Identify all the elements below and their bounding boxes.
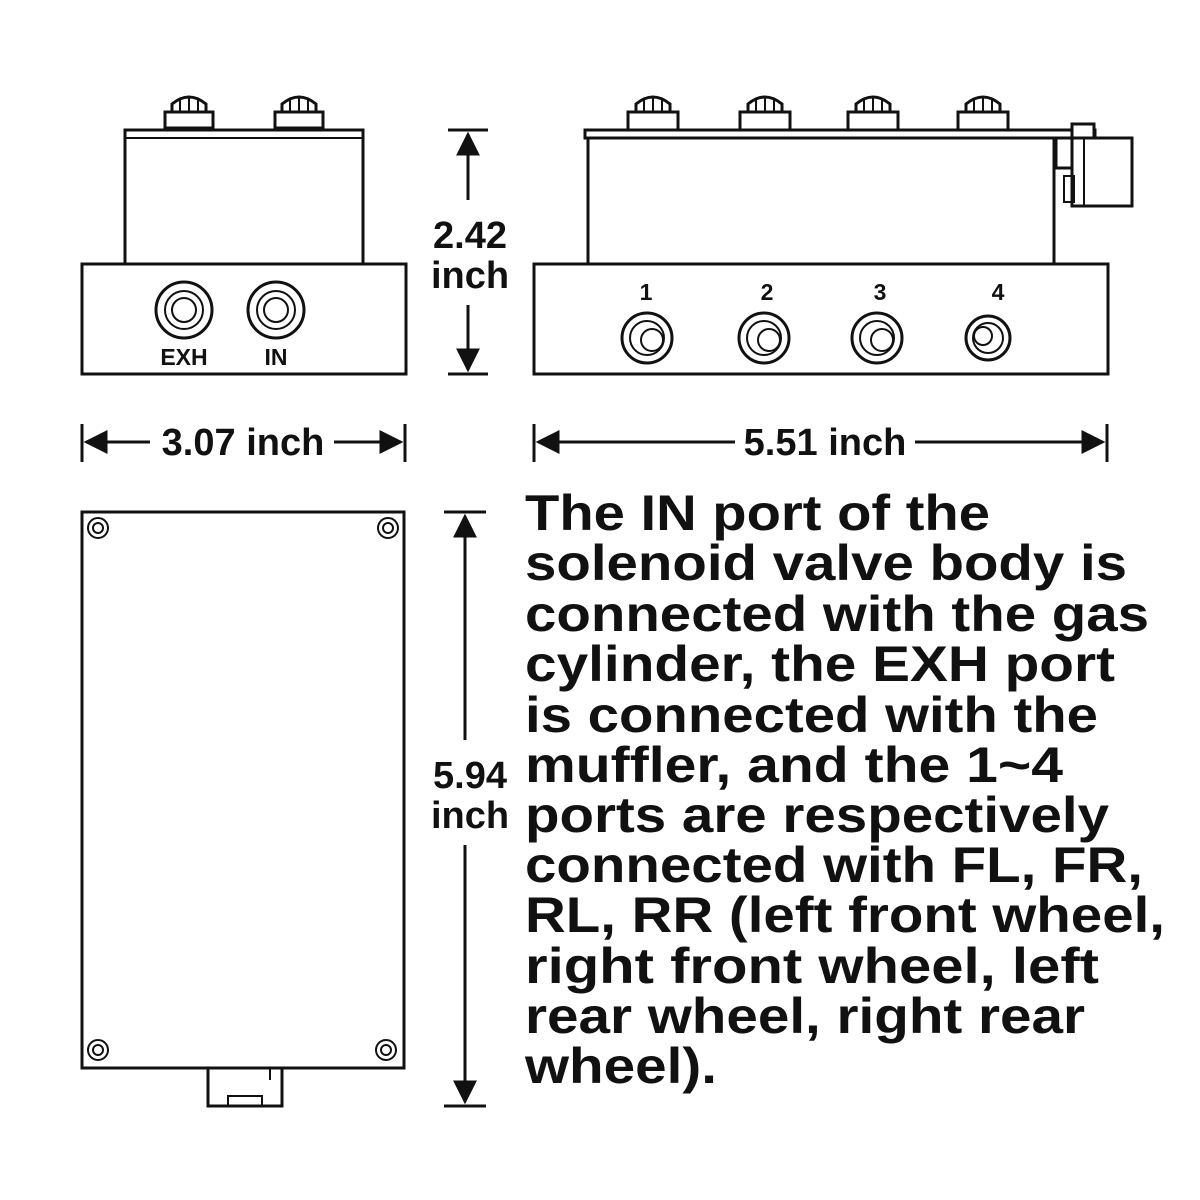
in-port-label: IN (265, 344, 288, 370)
height-bottom-unit: inch (431, 795, 509, 837)
exh-port-icon (154, 280, 214, 340)
bottom-connector-icon (206, 1068, 284, 1108)
port-4-icon (964, 314, 1012, 362)
description-line: rear wheel, right rear (525, 988, 1085, 1044)
port-2-label: 2 (761, 279, 774, 305)
mount-hole-br-icon (375, 1039, 397, 1061)
description-line: connected with the gas (525, 586, 1149, 642)
description-line: right front wheel, left (525, 938, 1099, 994)
width-dimension-front: 3.07 inch (80, 422, 407, 464)
side-base (532, 262, 1110, 376)
height-dimension-top: 2.42 inch (431, 128, 509, 376)
side-view: 1 2 3 4 (532, 95, 1134, 376)
connector-icon (1054, 122, 1134, 208)
description-line: connected with FL, FR, (525, 837, 1143, 893)
description-line: muffler, and the 1~4 (525, 737, 1063, 793)
description-line: wheel). (524, 1038, 717, 1094)
front-view: EXH IN (80, 95, 408, 376)
mount-hole-tr-icon (377, 517, 399, 539)
description-block: The IN port of the solenoid valve body i… (524, 485, 1165, 1094)
side-fitting-2-icon (738, 95, 792, 132)
port-2-icon (737, 311, 791, 365)
height-bottom-value: 5.94 (433, 755, 507, 797)
description-line: ports are respectively (525, 787, 1109, 843)
bottom-plate (80, 510, 406, 1070)
port-3-icon (850, 311, 904, 365)
bottom-view (80, 510, 406, 1108)
height-top-value: 2.42 (433, 215, 507, 257)
exh-port-label: EXH (160, 344, 207, 370)
front-fitting-2-icon (273, 95, 325, 130)
port-1-icon (620, 311, 674, 365)
height-top-unit: inch (431, 255, 509, 297)
width-front-label: 3.07 inch (162, 422, 325, 464)
side-upper-body (586, 136, 1056, 266)
height-dimension-bottom: 5.94 inch (431, 510, 509, 1108)
width-side-label: 5.51 inch (744, 422, 907, 464)
front-fitting-1-icon (163, 95, 215, 130)
in-port-icon (246, 280, 306, 340)
front-upper-body (123, 128, 365, 266)
description-line: is connected with the (525, 687, 1098, 743)
description-line: solenoid valve body is (525, 535, 1127, 591)
mount-hole-tl-icon (87, 517, 109, 539)
mount-hole-bl-icon (87, 1039, 109, 1061)
side-fitting-4-icon (956, 95, 1010, 132)
description-line: RL, RR (left front wheel, (525, 887, 1165, 943)
side-fitting-1-icon (626, 95, 680, 132)
port-1-label: 1 (640, 279, 653, 305)
side-fitting-3-icon (846, 95, 900, 132)
front-base (80, 262, 408, 376)
port-3-label: 3 (874, 279, 887, 305)
port-4-label: 4 (992, 279, 1005, 305)
description-line: cylinder, the EXH port (525, 636, 1115, 692)
width-dimension-side: 5.51 inch (532, 422, 1109, 464)
description-line: The IN port of the (525, 485, 990, 541)
